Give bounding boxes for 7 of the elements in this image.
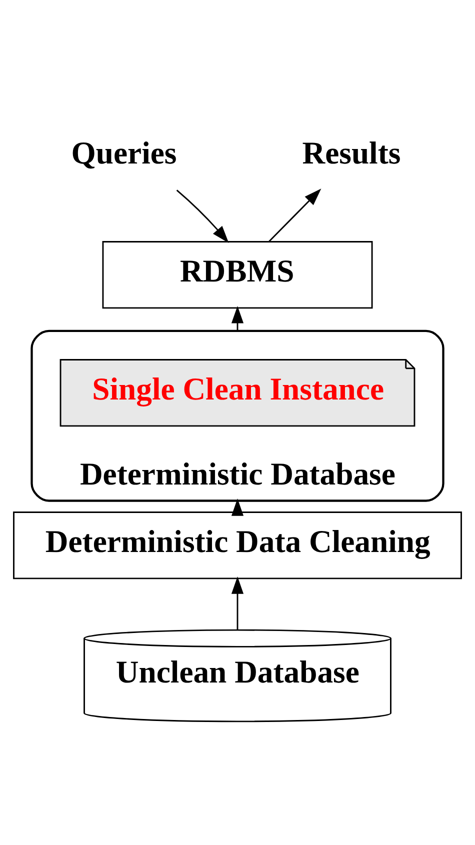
node-text: Queries (71, 135, 177, 170)
arrow (268, 188, 322, 242)
node-box: RDBMS (102, 241, 373, 309)
arrow (176, 190, 229, 243)
node-text: Results (302, 135, 401, 170)
arrow (231, 576, 244, 630)
arrow (231, 498, 244, 516)
